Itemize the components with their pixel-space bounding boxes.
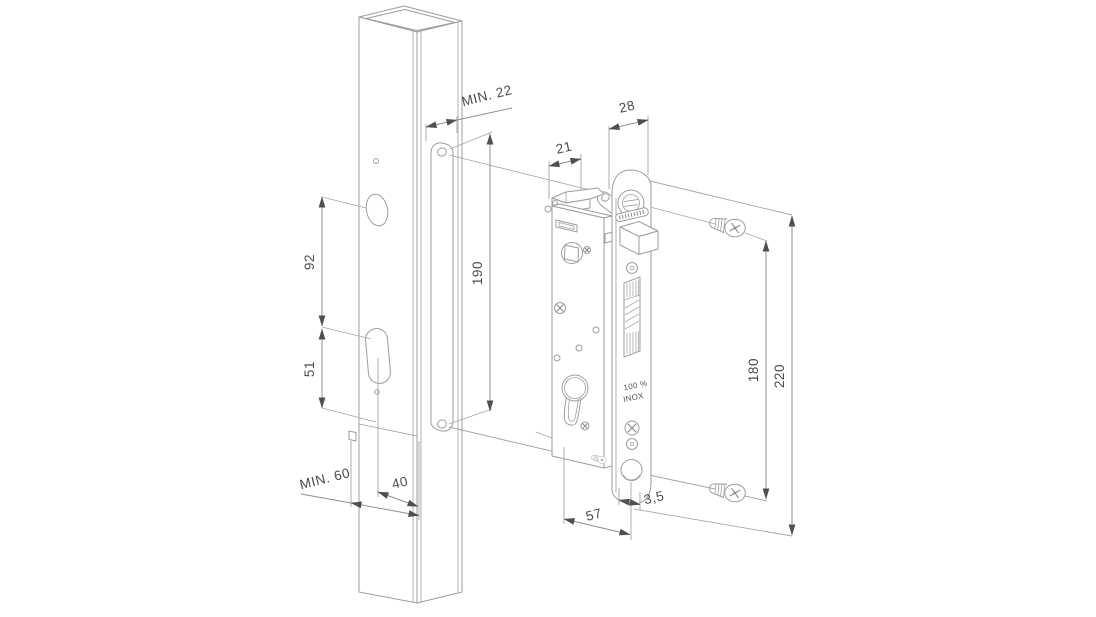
- post-right-face: [416, 20, 463, 604]
- case-corner-hole: [544, 205, 552, 213]
- dim-min22: MIN. 22: [460, 82, 514, 109]
- slot-screw-hole-bottom: [437, 419, 447, 429]
- dim-40: 40: [390, 473, 409, 491]
- faceplate: 100 % INOX: [611, 169, 659, 505]
- post-front-face: [358, 16, 418, 604]
- dim-21: 21: [554, 138, 573, 156]
- lock-case: [544, 187, 614, 469]
- post-tab: [348, 430, 357, 442]
- dim-180: 180: [746, 358, 761, 382]
- euro-cylinder-hole: [561, 374, 589, 426]
- plate-screw: [624, 420, 640, 436]
- front-face-seam: [358, 423, 418, 437]
- case-screw: [554, 302, 566, 314]
- mounting-screw-bottom: [706, 476, 750, 507]
- handle-follower: [561, 242, 583, 264]
- plate-mount-hole: [620, 459, 643, 481]
- dim-3-5: 3,5: [642, 488, 665, 507]
- plate-hole-dot: [626, 438, 638, 450]
- plate-hole-small: [626, 262, 638, 274]
- dim-190: 190: [470, 261, 485, 285]
- post-lock-slot: [430, 142, 454, 432]
- cylinder-fix-screw: [580, 421, 590, 431]
- case-screw-small: [583, 246, 591, 254]
- dim-92: 92: [302, 254, 317, 270]
- hook-bolt-window: [623, 276, 641, 358]
- mounting-screw-top: [706, 211, 750, 242]
- slot-screw-hole-top: [437, 147, 447, 157]
- dim-28: 28: [617, 97, 636, 115]
- handle-hole: [365, 193, 389, 227]
- dim-57: 57: [584, 505, 603, 523]
- latch-spring: [597, 191, 613, 215]
- cylinder-oval-hole: [365, 328, 391, 384]
- inox-marking-line2: INOX: [622, 391, 645, 404]
- latch-bolt-protruding: [619, 221, 659, 255]
- case-hole-3: [553, 354, 561, 362]
- front-pilot-hole: [373, 158, 379, 164]
- dim-min60: MIN. 60: [298, 465, 352, 492]
- brand-stamp-band: [615, 207, 649, 223]
- case-front-face: [551, 205, 605, 469]
- case-hole-1: [592, 326, 600, 334]
- dim-51: 51: [302, 361, 317, 377]
- case-window: [555, 219, 578, 233]
- case-hole-2: [575, 344, 583, 352]
- dim-220: 220: [772, 364, 787, 388]
- case-side-face: [603, 215, 613, 469]
- front-pilot-hole-2: [374, 389, 380, 395]
